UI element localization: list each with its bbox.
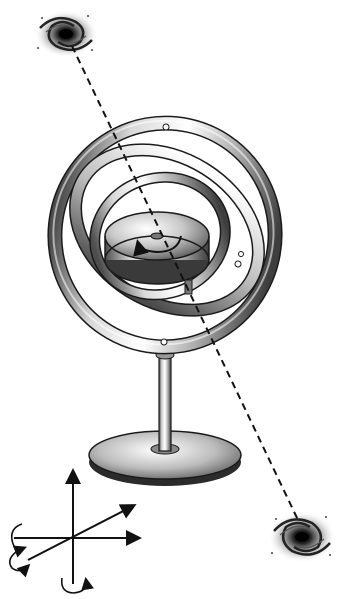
galaxy-bottom-right-icon xyxy=(268,511,336,563)
rotation-arrow-z-icon xyxy=(10,552,28,571)
rotation-arrow-x-icon xyxy=(12,524,24,549)
galaxy-top-left-icon xyxy=(34,10,98,58)
stand-post xyxy=(156,351,174,451)
coordinate-axes xyxy=(10,472,138,593)
